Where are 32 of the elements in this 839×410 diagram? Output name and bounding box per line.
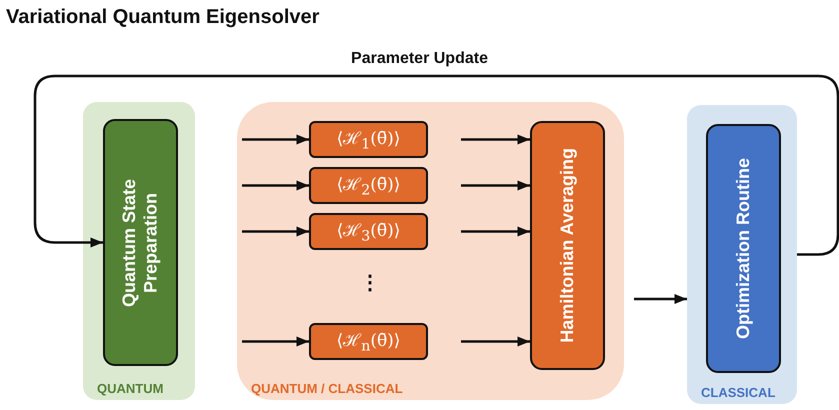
box-label: Hamiltonian Averaging (556, 148, 578, 343)
expectation-box (309, 167, 428, 204)
arrow (461, 180, 530, 190)
arrow (634, 294, 687, 304)
arrow (34, 74, 839, 256)
group-label: QUANTUM (97, 381, 164, 396)
group-label: QUANTUM / CLASSICAL (251, 381, 403, 396)
process-box (103, 119, 178, 366)
diagram-title: Variational Quantum Eigensolver (6, 6, 320, 29)
group-label: CLASSICAL (701, 385, 776, 400)
expectation-box (309, 121, 428, 158)
group-panel (83, 102, 195, 400)
expectation-box (309, 213, 428, 250)
process-box (530, 121, 605, 370)
expectation-value: ⟨ℋ$_{2}$(θ̄)⟩ (336, 174, 400, 199)
box-label: Quantum State Preparation (118, 178, 162, 309)
arrow (242, 180, 309, 190)
group-panel (237, 102, 624, 400)
ellipsis-label: ⋮ (360, 271, 380, 295)
group-panel (687, 105, 797, 404)
arrow (242, 226, 309, 236)
expectation-value: ⟨ℋ$_{1}$(θ̄)⟩ (336, 128, 400, 153)
arrow (461, 226, 530, 236)
arrow (242, 336, 309, 346)
arrow (461, 134, 530, 144)
expectation-value: ⟨ℋ$_{n}$(θ̄)⟩ (336, 330, 400, 355)
expectation-value: ⟨ℋ$_{3}$(θ̄)⟩ (336, 220, 400, 245)
arrow (242, 134, 309, 144)
process-box (706, 124, 781, 373)
box-label: Optimization Routine (732, 158, 754, 339)
arrow (461, 336, 530, 346)
expectation-box (309, 323, 428, 360)
